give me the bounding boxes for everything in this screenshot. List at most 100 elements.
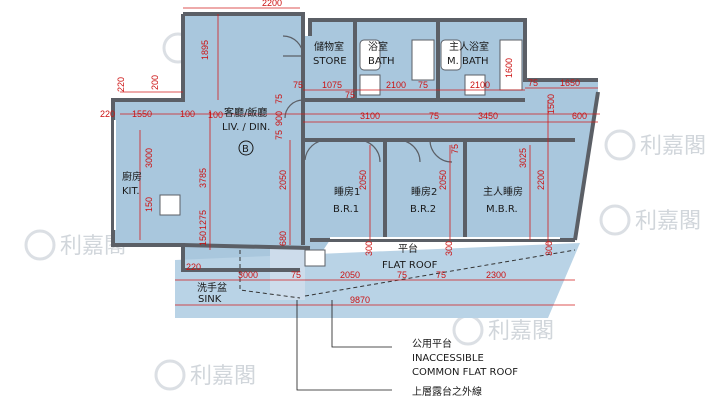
dim-label: 220 bbox=[186, 262, 201, 272]
dim-label: 75 bbox=[528, 78, 538, 88]
dim-label: 300 bbox=[364, 241, 374, 256]
watermark-logo-icon bbox=[599, 204, 631, 236]
common-roof-note-en1: INACCESSIBLE bbox=[412, 353, 484, 364]
mbath-label-en: M. BATH bbox=[447, 56, 489, 67]
watermark-text: 利嘉閣 bbox=[635, 209, 701, 234]
dim-label: 2200 bbox=[536, 170, 546, 190]
sink-area bbox=[270, 248, 305, 300]
wall-left bbox=[111, 14, 300, 272]
dim-label: 75 bbox=[274, 94, 284, 104]
dim-label: 200 bbox=[150, 75, 160, 90]
shower-bath-icon bbox=[411, 39, 435, 81]
sink-label-en: SINK bbox=[198, 294, 222, 305]
sink-basin-icon bbox=[304, 249, 326, 267]
flat-roof-label-en: FLAT ROOF bbox=[382, 260, 438, 271]
callout-line-common bbox=[331, 300, 392, 348]
dim-label: 75 bbox=[397, 270, 407, 280]
watermark-logo-icon bbox=[604, 129, 636, 161]
wall-right bbox=[573, 91, 600, 241]
door-bath-icon bbox=[284, 99, 304, 119]
dim-label: 3785 bbox=[198, 168, 208, 188]
unit-badge-letter: B bbox=[242, 144, 249, 155]
door-br1-icon bbox=[304, 139, 328, 161]
dim-label: 75 bbox=[450, 144, 460, 154]
wall-top-left bbox=[183, 12, 305, 36]
dim-label: 3025 bbox=[518, 148, 528, 168]
kitchen-label-zh: 廚房 bbox=[122, 170, 142, 183]
dim-label: 2050 bbox=[358, 170, 368, 190]
dim-label: 2050 bbox=[438, 170, 448, 190]
dim-label: 3000 bbox=[238, 270, 258, 280]
callouts: 公用平台 INACCESSIBLE COMMON FLAT ROOF 上層露台之… bbox=[296, 300, 518, 398]
doors bbox=[282, 35, 453, 163]
dim-label: 9870 bbox=[350, 295, 370, 305]
watermark-logo-icon bbox=[154, 359, 186, 391]
dimension-lines bbox=[120, 7, 600, 306]
dim-label: 2100 bbox=[470, 80, 490, 90]
bath-label-zh: 浴室 bbox=[368, 40, 388, 53]
toilet-bath-icon bbox=[359, 39, 381, 71]
windows bbox=[114, 120, 560, 239]
kitchen-sink-icon bbox=[159, 194, 181, 216]
dim-label: 2200 bbox=[262, 0, 282, 8]
dim-label: 900 bbox=[274, 111, 284, 126]
watermark-text: 利嘉閣 bbox=[190, 364, 256, 389]
callout-line-upper bbox=[296, 300, 392, 391]
watermark-logo-icon bbox=[452, 314, 484, 346]
watermark-logo-icon bbox=[24, 229, 56, 261]
dim-label: 75 bbox=[345, 90, 355, 100]
dim-label: 3000 bbox=[144, 148, 154, 168]
store-label-en: STORE bbox=[313, 56, 347, 67]
upper-balcony-note: 上層露台之外線 bbox=[412, 385, 482, 398]
door-store-icon bbox=[282, 35, 304, 57]
living-label-en: LIV. / DIN. bbox=[222, 122, 270, 133]
dim-label: 100 bbox=[180, 109, 195, 119]
kitchen-label-en: KIT. bbox=[122, 186, 140, 197]
dim-label: 2300 bbox=[486, 270, 506, 280]
sink-label-zh: 洗手盆 bbox=[197, 281, 227, 294]
dim-label: 2100 bbox=[386, 80, 406, 90]
dim-label: 1550 bbox=[132, 109, 152, 119]
dim-label: 1650 bbox=[560, 78, 580, 88]
living-label-zh: 客廳/飯廳 bbox=[224, 106, 267, 119]
dim-label: 600 bbox=[572, 111, 587, 121]
dim-label: 75 bbox=[274, 130, 284, 140]
walls bbox=[111, 12, 600, 272]
watermark-text: 利嘉閣 bbox=[640, 134, 706, 159]
dim-label: 150 bbox=[198, 231, 208, 246]
unit-badge bbox=[238, 140, 254, 156]
br1-label-en: B.R.1 bbox=[333, 204, 359, 215]
mbath-label-zh: 主人浴室 bbox=[449, 40, 489, 53]
dim-label: 75 bbox=[293, 80, 303, 90]
toilet-mbath-icon bbox=[440, 39, 462, 71]
dim-label: 75 bbox=[291, 270, 301, 280]
flat-roof-label-zh: 平台 bbox=[398, 242, 418, 255]
common-roof-note-en2: COMMON FLAT ROOF bbox=[412, 367, 518, 378]
upper-balcony-outline bbox=[239, 249, 576, 299]
basin-bath-icon bbox=[359, 74, 381, 96]
wall-living-bottom bbox=[182, 243, 311, 250]
dim-label: 1600 bbox=[504, 58, 514, 78]
dim-label: 3100 bbox=[360, 111, 380, 121]
dim-label: 2050 bbox=[340, 270, 360, 280]
dim-label: 220 bbox=[116, 77, 126, 92]
dim-label: 150 bbox=[144, 197, 154, 212]
br2-label-en: B.R.2 bbox=[410, 204, 436, 215]
balcony-dash bbox=[239, 250, 301, 299]
dim-label: 100 bbox=[208, 110, 223, 120]
br2-label-zh: 睡房2 bbox=[411, 185, 437, 198]
common-roof-note-zh: 公用平台 bbox=[412, 337, 452, 350]
watermark-text: 利嘉閣 bbox=[488, 319, 554, 344]
dim-label: 3450 bbox=[478, 111, 498, 121]
kitchen-floor bbox=[113, 100, 183, 245]
dim-label: 2050 bbox=[278, 170, 288, 190]
wall-top-right bbox=[308, 18, 598, 82]
dim-label: 680 bbox=[278, 231, 288, 246]
dim-label: 1895 bbox=[200, 40, 210, 60]
dim-label: 1075 bbox=[322, 80, 342, 90]
dimension-labels: 2200 1895 220 200 220 1550 100 75 1075 7… bbox=[100, 0, 587, 305]
dim-label: 220 bbox=[100, 109, 115, 119]
door-br2-icon bbox=[397, 139, 421, 163]
dim-label: 75 bbox=[429, 111, 439, 121]
